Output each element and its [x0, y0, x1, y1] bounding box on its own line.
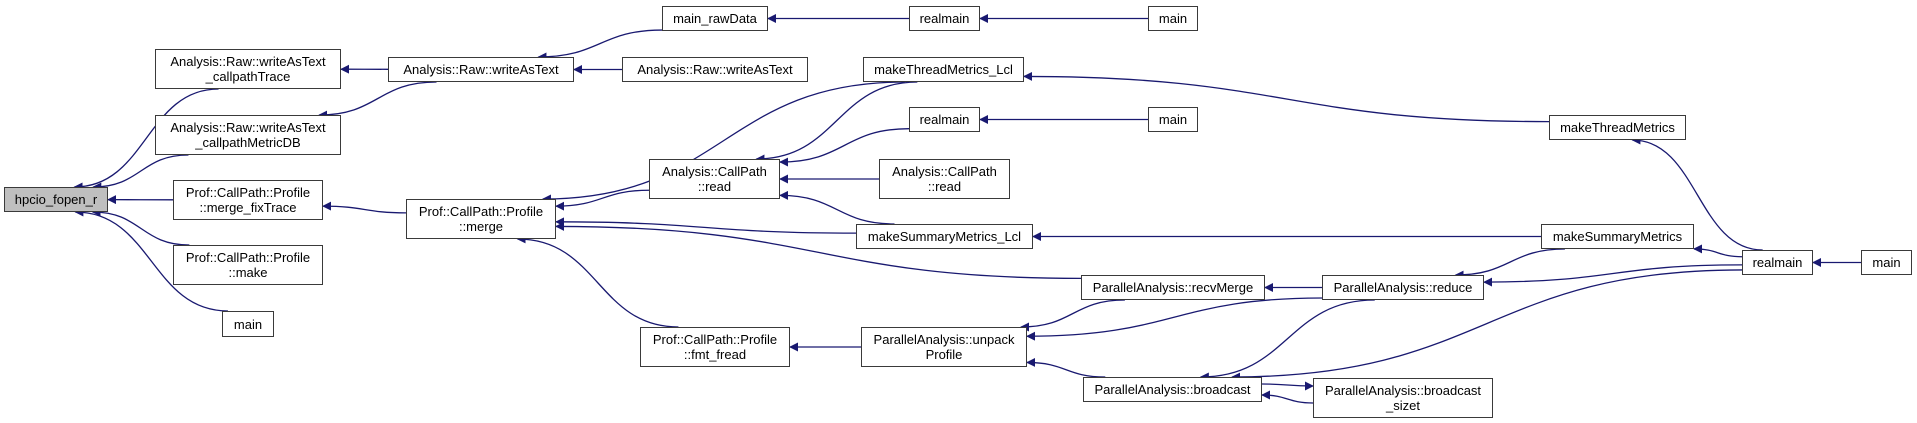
- graph-node-bcast[interactable]: ParallelAnalysis::broadcast: [1083, 377, 1262, 402]
- edge-bcast-to-unpack: [1026, 357, 1106, 378]
- edge-wat-metric-to-hpcio: [92, 154, 189, 192]
- node-label: Analysis::CallPath ::read: [892, 164, 997, 194]
- node-label: makeThreadMetrics_Lcl: [874, 62, 1013, 77]
- graph-node-mtm[interactable]: makeThreadMetrics: [1549, 115, 1686, 140]
- edge-recv-to-pmerge: [555, 221, 1082, 280]
- node-label: makeThreadMetrics: [1560, 120, 1675, 135]
- edge-mtm-lcl-to-cp-read: [755, 81, 918, 164]
- graph-node-pmake[interactable]: Prof::CallPath::Profile ::make: [173, 245, 323, 285]
- node-label: realmain: [1752, 255, 1803, 270]
- graph-node-realmain-2[interactable]: realmain: [909, 107, 980, 132]
- node-label: main: [233, 316, 263, 332]
- node-label: makeSummaryMetrics: [1552, 229, 1683, 244]
- node-label: ParallelAnalysis::unpack Profile: [873, 332, 1015, 362]
- graph-node-cp-read[interactable]: Analysis::CallPath ::read: [649, 159, 780, 199]
- graph-node-pmerge[interactable]: Prof::CallPath::Profile ::merge: [406, 199, 556, 239]
- edge-wat-c-to-wat-metric: [318, 81, 437, 120]
- node-label: Prof::CallPath::Profile ::make: [185, 250, 311, 280]
- graph-node-main-3[interactable]: main: [1861, 250, 1912, 275]
- graph-node-msm-lcl[interactable]: makeSummaryMetrics_Lcl: [856, 224, 1033, 249]
- graph-node-merge-fix[interactable]: Prof::CallPath::Profile ::merge_fixTrace: [173, 180, 323, 220]
- edge-bcast-to-bcast-sz: [1261, 381, 1314, 391]
- graph-node-bcast-sz[interactable]: ParallelAnalysis::broadcast _sizet: [1313, 378, 1493, 418]
- node-label: Prof::CallPath::Profile ::fmt_fread: [652, 332, 778, 362]
- graph-node-reduce[interactable]: ParallelAnalysis::reduce: [1322, 275, 1484, 300]
- node-label: main: [1872, 255, 1901, 270]
- node-label: realmain: [919, 112, 970, 127]
- node-label: hpcio_fopen_r: [14, 192, 98, 207]
- edge-realmain-3-to-bcast: [1231, 269, 1743, 382]
- edge-realmain-3-to-reduce: [1483, 264, 1743, 287]
- graph-node-main-2[interactable]: main: [1148, 107, 1198, 132]
- graph-node-msm[interactable]: makeSummaryMetrics: [1541, 224, 1694, 249]
- edge-reduce-to-bcast: [1199, 299, 1375, 382]
- node-label: Analysis::CallPath ::read: [662, 164, 767, 194]
- graph-node-fmt-fread[interactable]: Prof::CallPath::Profile ::fmt_fread: [640, 327, 790, 367]
- node-label: main: [1158, 112, 1188, 127]
- edge-realmain-3-to-mtm: [1631, 135, 1763, 251]
- edge-cp-read-to-pmerge: [555, 189, 650, 211]
- edge-bcast-sz-to-bcast: [1261, 390, 1314, 404]
- node-label: Analysis::Raw::writeAsText: [637, 62, 793, 77]
- edge-reduce-to-unpack: [1026, 297, 1323, 341]
- node-label: main_rawData: [673, 11, 757, 26]
- edges-layer: [73, 14, 1861, 404]
- graph-node-main-a[interactable]: main: [222, 311, 274, 337]
- node-label: Prof::CallPath::Profile ::merge_fixTrace: [185, 185, 311, 215]
- edge-msm-lcl-to-cp-read: [779, 190, 895, 225]
- graph-node-recv[interactable]: ParallelAnalysis::recvMerge: [1081, 275, 1265, 300]
- node-label: makeSummaryMetrics_Lcl: [867, 229, 1022, 244]
- node-label: Analysis::Raw::writeAsText _callpathTrac…: [170, 54, 326, 84]
- edge-pmake-to-hpcio: [91, 207, 190, 246]
- edge-mtm-to-mtm-lcl: [1023, 71, 1550, 123]
- graph-node-realmain-1[interactable]: realmain: [909, 6, 980, 31]
- graph-node-main-1[interactable]: main: [1148, 6, 1198, 31]
- node-label: ParallelAnalysis::recvMerge: [1092, 280, 1254, 295]
- graph-node-cp-read2[interactable]: Analysis::CallPath ::read: [879, 159, 1010, 199]
- graph-node-hpcio: hpcio_fopen_r: [4, 187, 108, 212]
- graph-node-realmain-3[interactable]: realmain: [1742, 250, 1813, 275]
- edge-rawdata-to-wat-c: [537, 29, 663, 62]
- edge-fmt-fread-to-pmerge: [516, 234, 679, 328]
- graph-node-unpack[interactable]: ParallelAnalysis::unpack Profile: [861, 327, 1027, 367]
- node-label: main: [1158, 11, 1188, 26]
- edge-realmain-3-to-msm: [1693, 244, 1743, 258]
- node-label: ParallelAnalysis::reduce: [1333, 280, 1473, 295]
- node-label: Analysis::Raw::writeAsText _callpathMetr…: [170, 120, 326, 150]
- node-label: ParallelAnalysis::broadcast: [1094, 382, 1251, 397]
- graph-node-wat-c[interactable]: Analysis::Raw::writeAsText: [388, 57, 574, 82]
- graph-node-rawdata[interactable]: main_rawData: [662, 6, 768, 31]
- edge-realmain-2-to-cp-read: [779, 128, 910, 167]
- edge-main-a-to-hpcio: [74, 207, 228, 312]
- graph-node-wat-trace[interactable]: Analysis::Raw::writeAsText _callpathTrac…: [155, 49, 341, 89]
- node-label: ParallelAnalysis::broadcast _sizet: [1324, 383, 1482, 413]
- edge-msm-lcl-to-pmerge: [555, 217, 857, 234]
- edge-recv-to-unpack: [1020, 299, 1125, 332]
- graph-node-wat-metric[interactable]: Analysis::Raw::writeAsText _callpathMetr…: [155, 115, 341, 155]
- node-label: Prof::CallPath::Profile ::merge: [418, 204, 544, 234]
- edge-msm-to-reduce: [1454, 248, 1565, 280]
- edge-pmerge-to-merge-fix: [322, 201, 407, 214]
- graph-node-mtm-lcl[interactable]: makeThreadMetrics_Lcl: [863, 57, 1024, 82]
- node-label: realmain: [919, 11, 970, 26]
- node-label: Analysis::Raw::writeAsText: [403, 62, 559, 77]
- edge-mtm-lcl-to-pmerge: [541, 81, 905, 204]
- graph-node-wat-r[interactable]: Analysis::Raw::writeAsText: [622, 57, 808, 82]
